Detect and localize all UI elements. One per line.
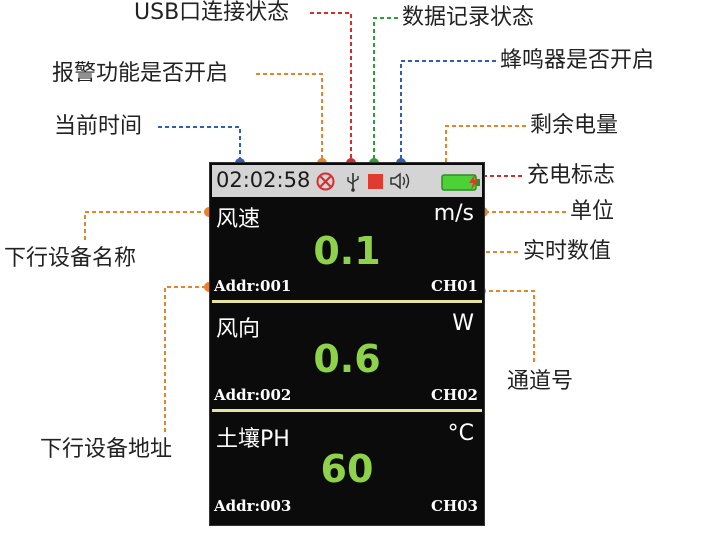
label-device-address: 下行设备地址: [40, 437, 173, 462]
unit-label: °C: [447, 421, 474, 446]
usb-icon: [347, 173, 359, 192]
leader-buzzer: [400, 60, 496, 163]
speaker-icon: [390, 172, 410, 190]
channel-number: CH03: [431, 497, 478, 515]
label-unit: 单位: [570, 199, 615, 224]
device-address: Addr:003: [214, 497, 292, 515]
label-realtime-value: 实时数值: [523, 239, 612, 264]
label-device-name: 下行设备名称: [4, 246, 137, 271]
alarm-off-icon: [316, 172, 335, 191]
leader-time: [158, 126, 241, 163]
label-alarm: 报警功能是否开启: [52, 61, 229, 86]
device-address: Addr:001: [214, 277, 292, 295]
leader-record-status: [373, 17, 398, 163]
charging-icon: [469, 174, 478, 190]
device-address: Addr:002: [214, 386, 292, 404]
record-icon: [368, 174, 383, 189]
leader-device-address: [164, 286, 209, 432]
realtime-value: 60: [320, 447, 374, 491]
label-time: 当前时间: [54, 114, 143, 139]
device-name: 土壤PH: [216, 427, 290, 452]
device-name: 风速: [216, 207, 261, 232]
label-channel: 通道号: [507, 369, 574, 394]
current-time: 02:02:58: [216, 168, 311, 192]
leader-usb-status: [310, 12, 352, 163]
channel-separator: [212, 409, 482, 412]
leader-device-name: [84, 211, 209, 240]
realtime-value: 0.1: [313, 229, 381, 273]
label-charging: 充电标志: [527, 163, 616, 188]
label-battery: 剩余电量: [530, 113, 619, 138]
channel-number: CH02: [431, 386, 478, 404]
unit-label: W: [452, 311, 474, 336]
leader-alarm: [256, 73, 323, 163]
status-bar: 02:02:58: [212, 165, 482, 197]
device-name: 风向: [216, 317, 261, 342]
realtime-value: 0.6: [313, 337, 381, 381]
label-buzzer: 蜂鸣器是否开启: [500, 48, 655, 73]
unit-label: m/s: [433, 201, 474, 226]
device-screen: 02:02:58 风速 m/s 0.1: [209, 162, 485, 526]
channel-number: CH01: [431, 277, 478, 295]
label-record-status: 数据记录状态: [402, 5, 535, 30]
channel-separator: [212, 300, 482, 303]
leader-channel: [481, 290, 535, 362]
label-usb-status: USB口连接状态: [134, 0, 290, 25]
